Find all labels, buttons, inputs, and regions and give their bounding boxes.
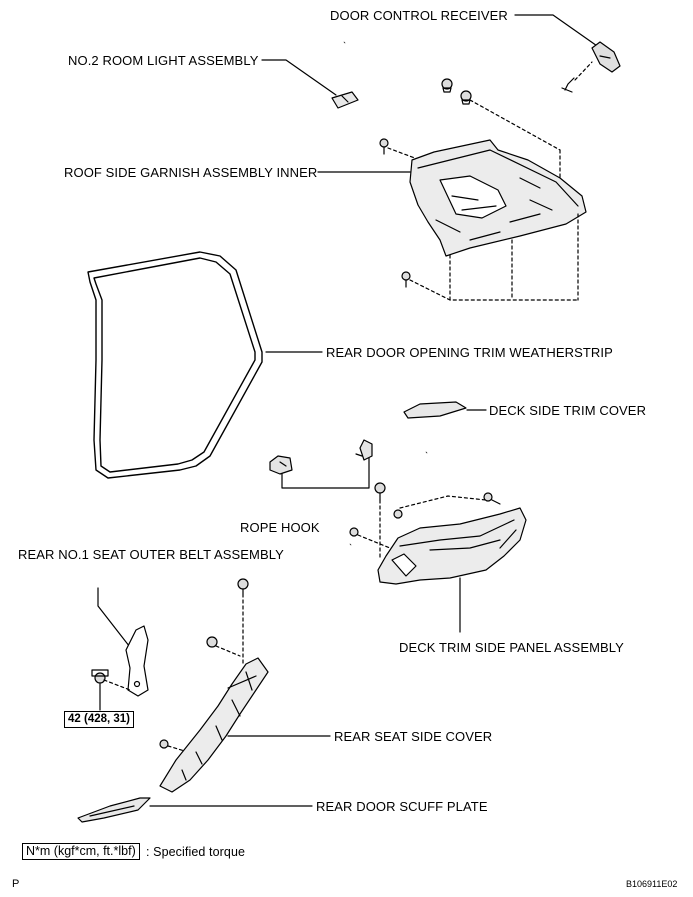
label-deck-side-trim-cover: DECK SIDE TRIM COVER [489, 403, 647, 418]
label-deck-trim-side-panel: DECK TRIM SIDE PANEL ASSEMBLY [399, 640, 624, 655]
footer-figure-code: B106911E02 [626, 879, 678, 889]
clip-parts-upper [379, 78, 561, 288]
deck-side-trim-cover-part [403, 401, 467, 419]
leader-seat-belt [97, 587, 141, 661]
deck-panel-fasteners [349, 482, 501, 561]
rope-hook-parts [269, 439, 373, 475]
label-rear-seat-belt: REAR NO.1 SEAT OUTER BELT ASSEMBLY [18, 547, 284, 562]
label-rear-seat-side-cover: REAR SEAT SIDE COVER [334, 729, 493, 744]
label-rear-door-weatherstrip: REAR DOOR OPENING TRIM WEATHERSTRIP [326, 345, 613, 360]
rear-seat-side-cover-part [159, 657, 269, 793]
rear-seat-belt-part [91, 625, 149, 711]
roof-side-garnish-part [409, 139, 587, 301]
weatherstrip-part [87, 251, 263, 479]
door-control-receiver-part [561, 41, 621, 93]
torque-value-box: 42 (428, 31) [64, 711, 135, 728]
footer-left-mark: P [12, 878, 20, 890]
label-rear-door-scuff: REAR DOOR SCUFF PLATE [316, 799, 488, 814]
rear-door-scuff-plate-part [77, 797, 151, 823]
rear-seat-cover-fasteners [159, 578, 249, 753]
leader-rope-hook [281, 454, 370, 489]
leader-door-control-receiver [514, 14, 601, 49]
scan-specks [343, 41, 428, 546]
torque-legend-box: N*m (kgf*cm, ft.*lbf) [22, 843, 140, 860]
label-no2-room-light: NO.2 ROOM LIGHT ASSEMBLY [68, 53, 259, 68]
label-door-control-receiver: DOOR CONTROL RECEIVER [330, 8, 508, 23]
torque-legend-text: : Specified torque [146, 845, 246, 859]
no2-room-light-part [331, 91, 359, 109]
deck-trim-side-panel-part [377, 507, 527, 585]
label-roof-side-garnish: ROOF SIDE GARNISH ASSEMBLY INNER [64, 165, 318, 180]
label-rope-hook: ROPE HOOK [240, 520, 320, 535]
leader-no2-room-light [261, 59, 337, 96]
